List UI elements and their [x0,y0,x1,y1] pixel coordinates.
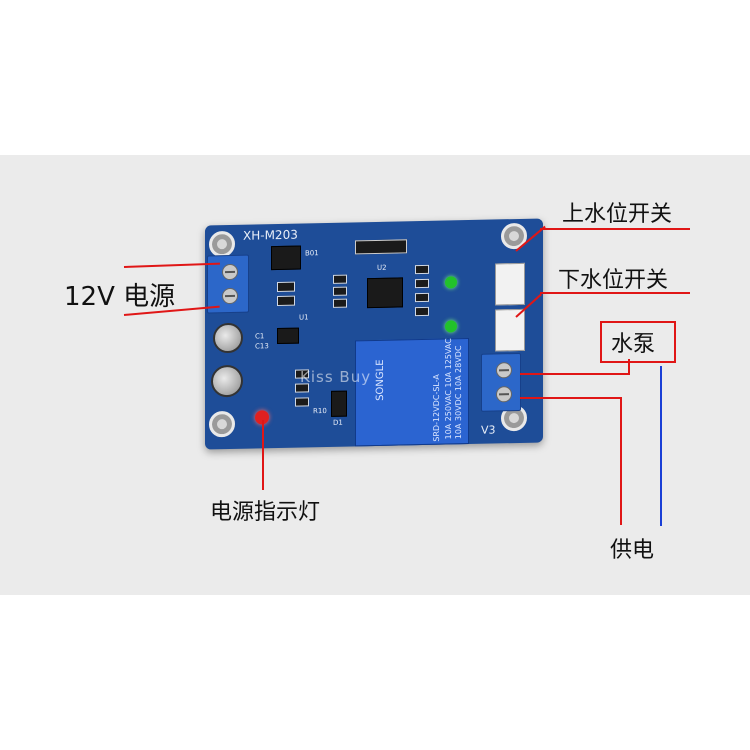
silkscreen-label: U1 [299,313,309,322]
smd-resistor [333,286,347,296]
annotation-line [540,228,690,230]
relay-brand-text: SONGLE [375,359,386,401]
silkscreen-label: C1 [255,332,265,341]
annotation-line [262,420,264,490]
smd-resistor [415,292,429,303]
smd-resistor [415,278,429,289]
silkscreen-label: C13 [255,342,269,351]
electrolytic-capacitor [211,364,243,398]
smd-resistor [333,274,347,284]
supply-label: 供电 [610,538,655,563]
voltage-regulator [271,245,301,271]
screw-icon [496,362,512,379]
relay-model-text: SRD-12VDC-SL-A [432,374,441,442]
screw-icon [222,263,238,281]
relay-rating-text: 10A 30VDC 10A 28VDC [454,345,463,440]
smd-diode [277,327,299,345]
watermark: Kiss Buy [300,368,372,386]
pump-terminal-block [481,352,521,412]
pump-label-box [600,321,676,363]
upper-switch-connector [495,262,525,306]
supply-wire-line [660,366,662,526]
relay-rating-text: 10A 250VAC 10A 125VAC [444,338,453,440]
power-input-label: 12V 电源 [64,282,176,312]
silkscreen-label: U2 [377,263,387,272]
annotation-line [628,359,630,375]
annotation-line [520,397,622,399]
smd-resistor [295,397,309,407]
pcb-board: XH-M203 B01 C1 C13 U1 U2 R10 D1 V3 [205,218,543,450]
smd-resistor [415,306,429,317]
board-model-label: XH-M203 [243,227,298,243]
diode [331,390,347,417]
power-indicator-label: 电源指示灯 [210,500,321,525]
upper-switch-label: 上水位开关 [562,202,673,227]
electrolytic-capacitor [213,322,243,354]
pin-header [355,239,407,255]
green-led [445,320,457,333]
silkscreen-label: R10 [313,406,327,416]
smd-resistor [277,295,295,307]
annotation-line [540,292,690,294]
smd-resistor [333,298,347,308]
mounting-hole [209,410,235,438]
green-led [445,276,457,289]
ic-chip [367,277,403,309]
annotation-line [520,373,630,375]
annotation-line [620,397,622,525]
lower-switch-connector [495,308,525,352]
silkscreen-label: D1 [333,418,343,427]
mounting-hole [209,230,235,258]
screw-icon [496,386,512,403]
relay: SONGLE SRD-12VDC-SL-A 10A 250VAC 10A 125… [355,338,469,447]
lower-switch-label: 下水位开关 [558,268,669,293]
v3-label: V3 [481,423,496,437]
screw-icon [222,287,238,305]
smd-resistor [415,264,429,275]
pump-label: 水泵 [611,332,656,357]
silkscreen-label: B01 [305,249,319,258]
smd-resistor [277,281,295,293]
